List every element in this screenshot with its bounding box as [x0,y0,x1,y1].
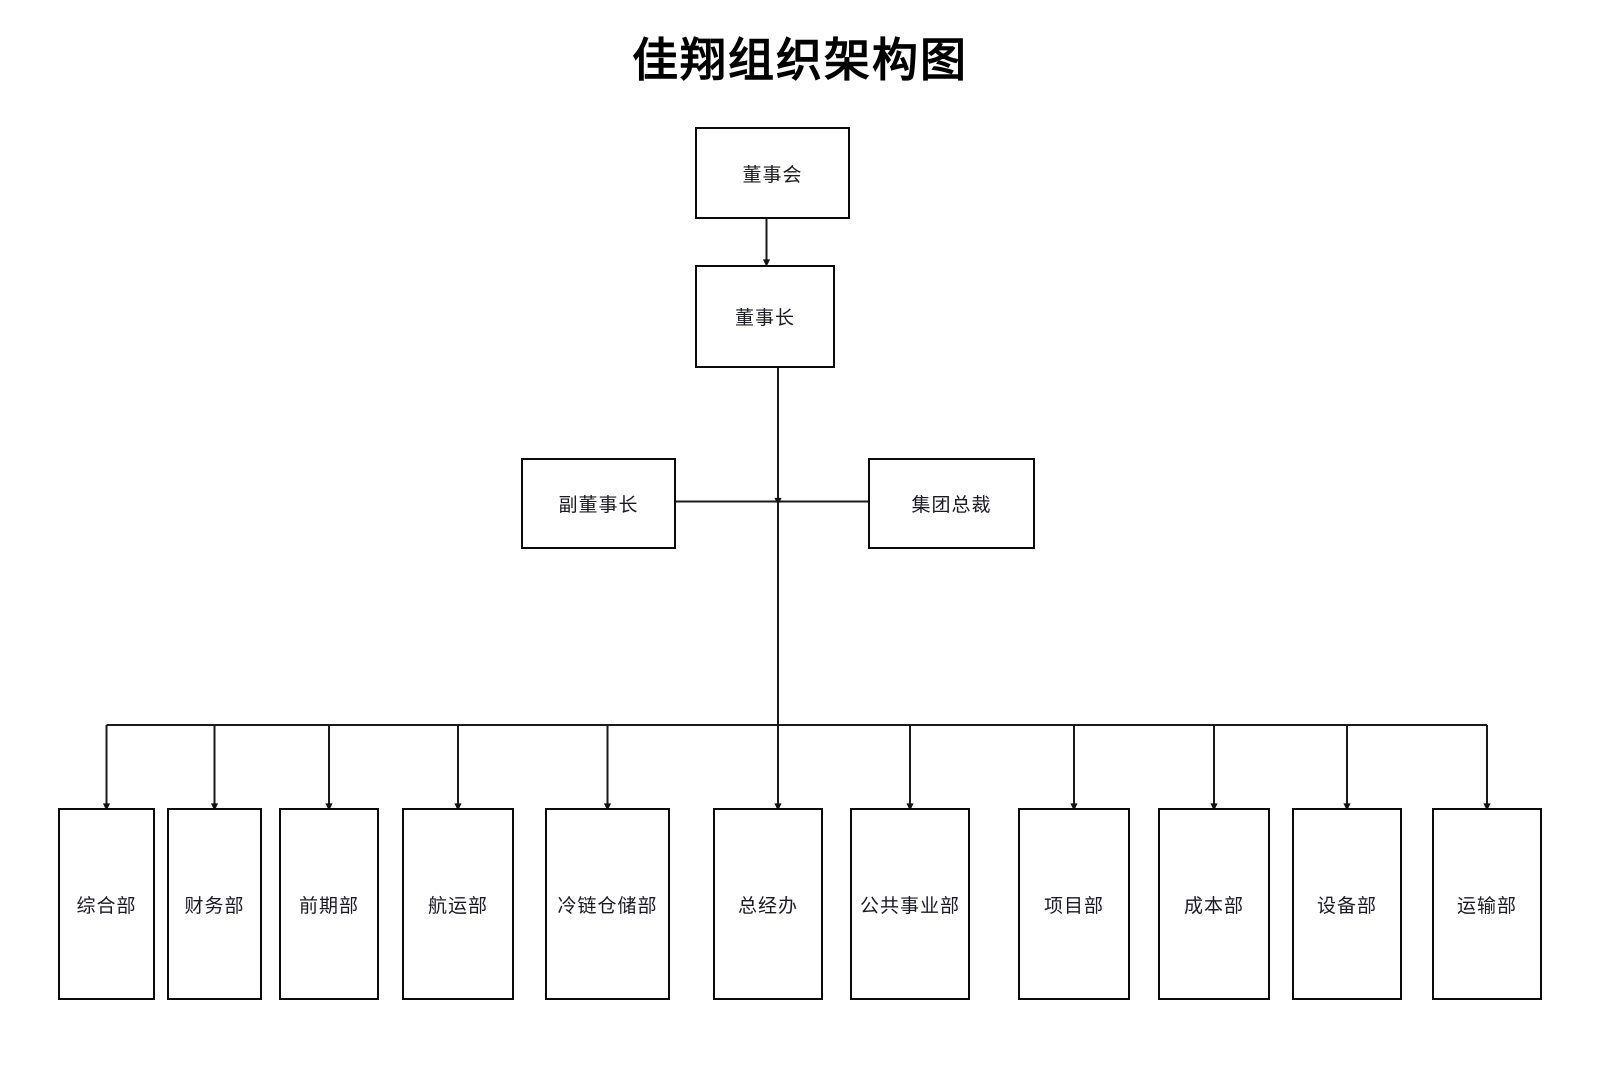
node-label: 总经办 [737,895,798,917]
node-dept_xiangmu[interactable]: 项目部 [1018,808,1130,1000]
node-dept_caiwu[interactable]: 财务部 [167,808,262,1000]
node-vice-chairman[interactable]: 副董事长 [521,458,676,549]
node-chairman[interactable]: 董事长 [695,265,835,368]
node-label: 综合部 [76,895,137,917]
node-label: 董事会 [742,164,803,186]
node-label: 财务部 [184,895,245,917]
page-title: 佳翔组织架构图 [632,35,968,86]
node-dept_hangyun[interactable]: 航运部 [402,808,514,1000]
node-label: 集团总裁 [911,495,992,516]
node-dept_zonghe[interactable]: 综合部 [58,808,155,1000]
node-label: 设备部 [1316,895,1377,917]
node-label: 成本部 [1183,895,1244,917]
node-label: 项目部 [1043,895,1104,917]
node-dept_zongjing[interactable]: 总经办 [713,808,823,1000]
node-label: 董事长 [734,308,795,329]
node-label: 航运部 [427,895,488,917]
node-group-president[interactable]: 集团总裁 [868,458,1035,549]
node-dept_lenglian[interactable]: 冷链仓储部 [545,808,670,1000]
node-dept_yunshu[interactable]: 运输部 [1432,808,1542,1000]
node-label: 运输部 [1456,895,1517,917]
node-dept_shebei[interactable]: 设备部 [1292,808,1402,1000]
node-dept_chengben[interactable]: 成本部 [1158,808,1270,1000]
node-dept_qianqi[interactable]: 前期部 [279,808,379,1000]
node-label: 公共事业部 [859,895,960,917]
node-label: 副董事长 [558,495,639,516]
node-label: 冷链仓储部 [557,895,658,917]
node-board[interactable]: 董事会 [695,127,850,219]
node-label: 前期部 [298,895,359,917]
node-dept_gonggong[interactable]: 公共事业部 [850,808,970,1000]
